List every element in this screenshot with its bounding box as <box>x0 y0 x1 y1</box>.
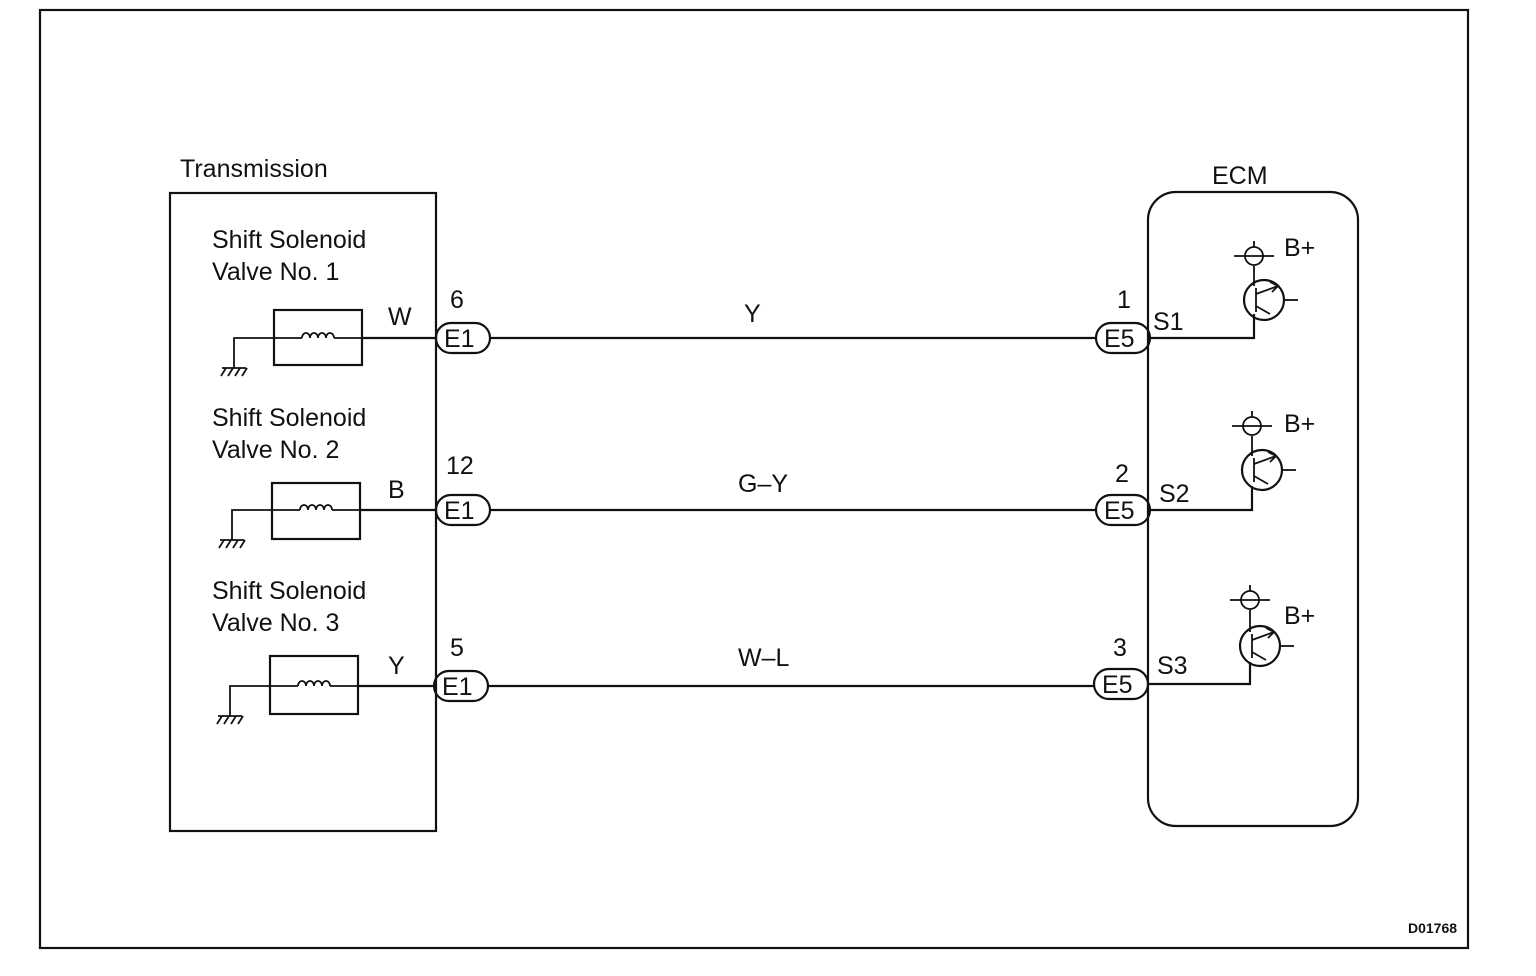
fuse-link-icon <box>1230 585 1270 610</box>
valve-3-name-line2: Valve No. 3 <box>212 609 339 637</box>
transmission-title: Transmission <box>180 155 328 183</box>
e1-connector-1: E1 <box>434 321 492 355</box>
figure-code: D01768 <box>1408 920 1457 936</box>
e5-connector-2-label: E5 <box>1104 497 1135 525</box>
e5-connector-2: E5 <box>1094 493 1152 527</box>
valve-1-name-line2: Valve No. 1 <box>212 258 339 286</box>
transistor-icon <box>1240 436 1296 492</box>
e5-pin-3: 3 <box>1113 634 1127 662</box>
e5-connector-3: E5 <box>1092 667 1150 701</box>
e1-pin-3: 5 <box>450 634 464 662</box>
wire-1-color: Y <box>744 300 761 328</box>
e1-connector-1-label: E1 <box>444 325 475 353</box>
e5-connector-3-label: E5 <box>1102 671 1133 699</box>
ground-icon <box>216 685 270 725</box>
supply-b-plus-3: B+ <box>1284 602 1315 630</box>
valve-2-wire-color: B <box>388 476 405 504</box>
valve-2-name-line1: Shift Solenoid <box>212 404 366 432</box>
transistor-icon <box>1238 610 1294 668</box>
fuse-link-icon <box>1232 411 1272 436</box>
valve-3-name-line1: Shift Solenoid <box>212 577 366 605</box>
valve-2-name-line2: Valve No. 2 <box>212 436 339 464</box>
valve-1-name-line1: Shift Solenoid <box>212 226 366 254</box>
supply-b-plus-2: B+ <box>1284 410 1315 438</box>
e5-connector-1: E5 <box>1094 321 1152 355</box>
e1-connector-3-label: E1 <box>442 673 473 701</box>
wire-3-color: W–L <box>738 644 790 672</box>
ground-icon <box>218 509 272 549</box>
wire-2-color: G–Y <box>738 470 788 498</box>
ground-icon <box>220 337 274 377</box>
e5-pin-2: 2 <box>1115 460 1129 488</box>
fuse-link-icon <box>1234 241 1274 266</box>
valve-1-wire-color: W <box>388 303 412 331</box>
ecm-signal-s2: S2 <box>1159 480 1190 508</box>
valve-3-wire-color: Y <box>388 652 405 680</box>
ecm-signal-s3: S3 <box>1157 652 1188 680</box>
supply-b-plus-1: B+ <box>1284 234 1315 262</box>
e1-connector-2-label: E1 <box>444 497 475 525</box>
ecm-signal-s1: S1 <box>1153 308 1184 336</box>
ecm-title: ECM <box>1212 162 1268 190</box>
ecm-box <box>1146 190 1360 828</box>
e1-connector-3: E1 <box>432 669 490 703</box>
solenoid-coil-icon <box>268 654 360 716</box>
circuit-row-3: Shift Solenoid Valve No. 3 Y 5 E1 W–L 3 <box>212 577 1315 725</box>
solenoid-coil-icon <box>272 308 364 367</box>
circuit-row-1: Shift Solenoid Valve No. 1 W 6 E1 Y <box>212 226 1315 377</box>
transistor-icon <box>1242 266 1298 322</box>
diagram-frame <box>38 8 1470 950</box>
e5-connector-1-label: E5 <box>1104 325 1135 353</box>
e1-connector-2: E1 <box>434 493 492 527</box>
circuit-row-2: Shift Solenoid Valve No. 2 B 12 E1 G–Y 2 <box>212 404 1315 549</box>
solenoid-coil-icon <box>270 481 362 541</box>
e1-pin-2: 12 <box>446 452 474 480</box>
e5-pin-1: 1 <box>1117 286 1131 314</box>
transmission-box <box>168 191 438 833</box>
e1-pin-1: 6 <box>450 286 464 314</box>
